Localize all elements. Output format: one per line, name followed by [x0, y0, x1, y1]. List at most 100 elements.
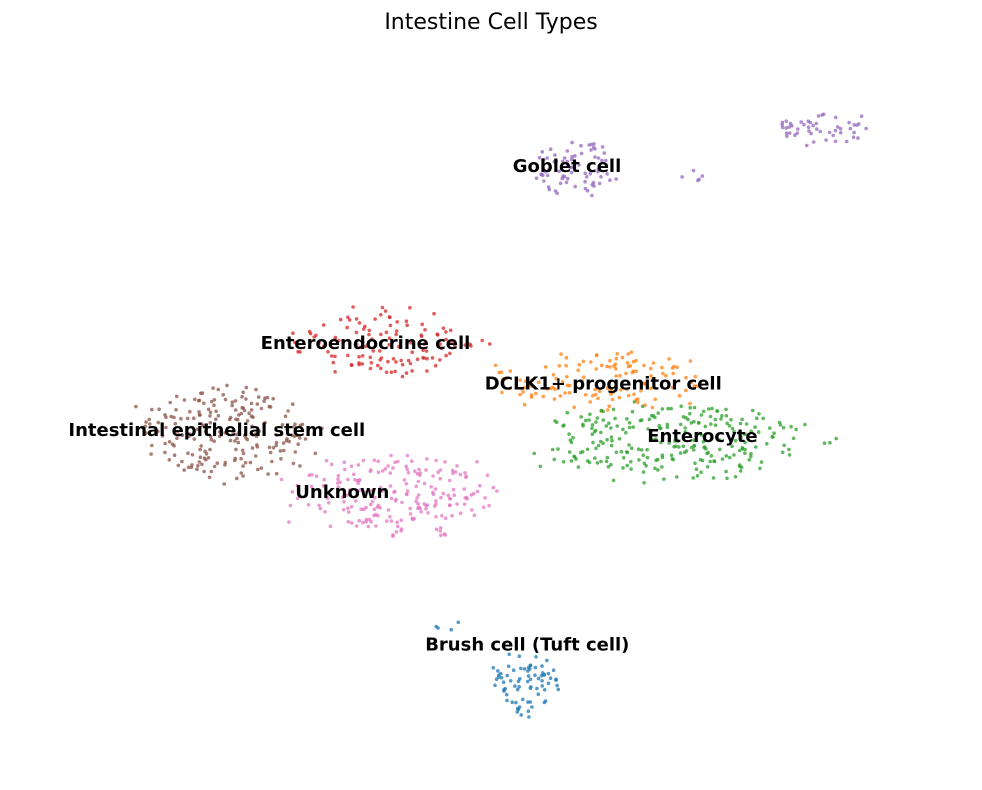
data-point [268, 450, 273, 455]
data-point [444, 330, 448, 334]
data-point [405, 492, 409, 497]
data-point [565, 410, 570, 415]
data-point [208, 414, 212, 418]
data-point [505, 698, 509, 703]
data-point [368, 355, 373, 360]
data-point [250, 446, 255, 450]
data-point [343, 467, 347, 472]
data-point [236, 440, 241, 445]
data-point [587, 143, 591, 147]
data-point [637, 458, 641, 462]
data-point [526, 709, 531, 713]
data-point [196, 463, 200, 468]
data-point [354, 524, 359, 528]
data-point [625, 361, 630, 365]
data-point [771, 435, 775, 439]
data-point [259, 406, 264, 411]
data-point [450, 468, 455, 473]
data-point [625, 417, 629, 421]
data-point [173, 422, 178, 426]
data-point [393, 499, 398, 503]
data-point [533, 665, 538, 670]
data-point [554, 377, 558, 381]
data-point [317, 341, 321, 346]
data-point [369, 520, 373, 524]
data-point [405, 453, 410, 458]
data-point [768, 426, 772, 430]
data-point [172, 415, 176, 420]
data-point [373, 317, 377, 321]
data-point [711, 476, 716, 480]
data-point [605, 386, 610, 391]
data-point [278, 449, 283, 453]
data-point [472, 513, 477, 517]
data-point [634, 358, 638, 363]
data-point [408, 305, 412, 310]
data-point [491, 485, 496, 490]
data-point [712, 459, 716, 463]
data-point [346, 477, 350, 482]
data-point [279, 432, 284, 437]
data-point [791, 436, 796, 441]
data-point [346, 510, 351, 514]
data-point [619, 388, 623, 392]
data-point [346, 315, 350, 320]
data-point [475, 460, 479, 464]
data-point [725, 476, 729, 481]
data-point [380, 489, 384, 493]
data-point [408, 506, 413, 511]
data-point [594, 367, 598, 371]
data-point [554, 677, 558, 682]
data-point [695, 384, 699, 388]
data-point [806, 125, 811, 129]
data-point [730, 426, 735, 431]
data-point [292, 425, 296, 429]
data-point [758, 466, 762, 471]
data-point [581, 359, 586, 364]
data-point [606, 408, 610, 412]
data-point [787, 125, 791, 129]
data-point [207, 475, 212, 480]
data-point [499, 671, 503, 676]
data-point [857, 122, 861, 126]
data-point [241, 390, 245, 395]
data-point [240, 448, 245, 453]
data-point [321, 323, 326, 327]
data-point [573, 184, 577, 189]
data-point [192, 437, 197, 441]
data-point [395, 320, 400, 324]
data-point [488, 342, 492, 346]
data-point [688, 401, 692, 406]
data-point [172, 453, 177, 458]
data-point [342, 460, 347, 465]
data-point [618, 374, 622, 378]
series-enterocyte [532, 400, 838, 485]
data-point [286, 409, 290, 413]
data-point [613, 379, 617, 384]
data-point [673, 444, 678, 449]
data-point [362, 507, 366, 512]
data-point [626, 352, 630, 356]
data-point [646, 427, 650, 431]
data-point [185, 416, 190, 421]
data-point [709, 422, 713, 426]
data-point [223, 431, 227, 435]
data-point [713, 423, 718, 428]
data-point [653, 397, 657, 402]
data-point [521, 697, 525, 702]
data-point [491, 666, 496, 670]
data-point [281, 448, 286, 453]
data-point [469, 344, 473, 348]
data-point [417, 467, 421, 472]
data-point [681, 444, 686, 449]
data-point [367, 332, 371, 337]
data-point [212, 398, 217, 402]
data-point [434, 458, 439, 463]
data-point [215, 461, 220, 466]
data-point [636, 397, 640, 401]
data-point [692, 438, 696, 443]
data-point [526, 674, 531, 678]
data-point [163, 441, 167, 446]
data-point [765, 441, 769, 446]
data-point [232, 458, 237, 463]
